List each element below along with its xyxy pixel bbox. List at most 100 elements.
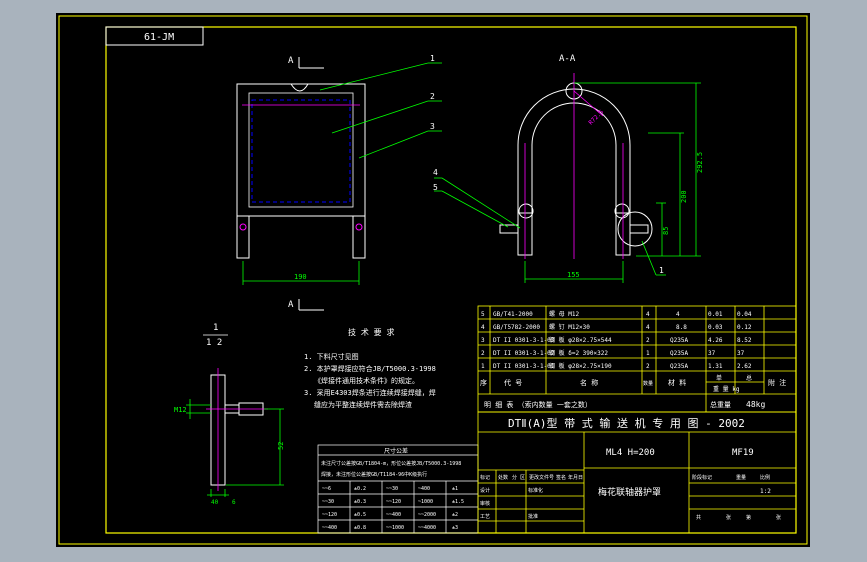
tol-r0-c3: ~400 bbox=[418, 486, 430, 492]
side-width-text: 155 bbox=[567, 271, 580, 279]
p2-qty: 2 bbox=[646, 337, 650, 344]
p4-unit: 1.31 bbox=[708, 363, 723, 370]
drawing-sheet[interactable]: 61-JM A A 190 1 2 3 A-A bbox=[56, 13, 810, 547]
tol-r2-c3: ~~2000 bbox=[418, 512, 436, 518]
detail-scale-top: 1 bbox=[213, 323, 218, 333]
tol-r3-c3: ~~4000 bbox=[418, 525, 436, 531]
tol-r1-c4: ±1.5 bbox=[452, 499, 464, 505]
p0-mat: 4 bbox=[676, 311, 680, 318]
p1-mat: 8.8 bbox=[676, 324, 687, 331]
tolerance-table bbox=[317, 444, 479, 534]
lbl-date: 年月日 bbox=[568, 474, 583, 481]
tech-item-2: 2. 本护罩焊接应符合JB/T5000.3-1998 bbox=[304, 364, 436, 373]
title-right-labels: 阶段标记 重量 比例 共 张 第 张 bbox=[692, 474, 781, 521]
detail-plate-text: 40 bbox=[211, 499, 219, 506]
h-total: 总 bbox=[746, 374, 752, 382]
tech-item-3: 《焊接件通用技术条件》的规定。 bbox=[314, 376, 419, 385]
h-code: 代 号 bbox=[504, 378, 522, 387]
view-arrow-top bbox=[298, 57, 324, 69]
lbl-ratio: 比例 bbox=[760, 474, 770, 481]
parts-list-grid bbox=[477, 305, 797, 413]
p2-name: 钢 板 φ28×2.75×544 bbox=[549, 336, 612, 344]
parts-rows: 5 GB/T41-2000 螺 母 M12 4 4 0.01 0.04 4 GB… bbox=[481, 310, 752, 370]
p2-unit: 4.26 bbox=[708, 337, 723, 344]
p1-no: 4 bbox=[481, 324, 485, 331]
h-note: 附 注 bbox=[768, 378, 786, 387]
leader-1b: 1 bbox=[659, 266, 664, 275]
parts-detail-row: 明 细 表 （索内数量 一套之数） bbox=[484, 400, 592, 409]
inner-border bbox=[105, 26, 797, 534]
tol-r1-c2: ~~120 bbox=[386, 499, 401, 505]
tol-r2-c1: ±0.5 bbox=[354, 512, 366, 518]
view-arrow-bottom bbox=[298, 299, 324, 311]
model-text: ML4 H=200 bbox=[606, 448, 655, 458]
detail-dims bbox=[186, 399, 284, 497]
front-hole-left bbox=[239, 223, 247, 231]
p0-total: 0.04 bbox=[737, 311, 752, 318]
section-dims bbox=[524, 82, 701, 283]
p3-unit: 37 bbox=[708, 350, 716, 357]
front-hidden bbox=[251, 99, 351, 203]
lbl-weight: 重量 bbox=[736, 474, 746, 481]
tech-title: 技 术 要 求 bbox=[348, 327, 394, 337]
view-label-top: A bbox=[288, 56, 294, 66]
leader-4: 4 bbox=[433, 168, 438, 177]
bolt-right-head bbox=[614, 203, 630, 219]
title-block-grid bbox=[477, 411, 797, 534]
lbl-mark: 标记 bbox=[480, 474, 490, 481]
leaders-section bbox=[434, 177, 666, 276]
drawing-svg: 61-JM A A 190 1 2 3 A-A bbox=[58, 15, 808, 545]
p2-total: 8.52 bbox=[737, 337, 752, 344]
lbl-total-sheets: 共 bbox=[696, 514, 701, 521]
p1-total: 0.12 bbox=[737, 324, 752, 331]
h-name: 名 称 bbox=[580, 378, 598, 387]
p1-name: 螺 钉 M12×30 bbox=[549, 323, 590, 331]
total-weight-label: 总重量 bbox=[710, 400, 731, 409]
leader-5: 5 bbox=[433, 183, 438, 192]
front-hole-right bbox=[355, 223, 363, 231]
leaders-front bbox=[319, 62, 442, 159]
p0-unit: 0.01 bbox=[708, 311, 723, 318]
p4-name: 钢 板 φ28×2.75×190 bbox=[549, 362, 612, 370]
p3-total: 37 bbox=[737, 350, 745, 357]
detail-thick-text: 6 bbox=[232, 499, 236, 506]
tol-r1-c3: ~1000 bbox=[418, 499, 433, 505]
tol-r0-c1: ±0.2 bbox=[354, 486, 366, 492]
tol-rows: ~~6 ±0.2 ~~30 ~400 ±1 ~~30 ±0.3 ~~120 ~1… bbox=[322, 486, 464, 531]
lbl-sheet: 张 bbox=[726, 514, 731, 521]
tol-r0-c2: ~~30 bbox=[386, 486, 398, 492]
lbl-process: 工艺 bbox=[480, 514, 490, 520]
outer-border bbox=[58, 15, 808, 545]
lbl-std: 标准化 bbox=[528, 487, 543, 494]
height-total-text: 292.5 bbox=[696, 152, 704, 173]
lbl-design: 设计 bbox=[480, 487, 490, 494]
tol-r3-c2: ~~1000 bbox=[386, 525, 404, 531]
tol-title: 尺寸公差 bbox=[384, 447, 408, 455]
lbl-review: 审核 bbox=[480, 500, 490, 507]
main-title: DTⅡ(A)型 带 式 输 送 机 专 用 图 - 2002 bbox=[508, 416, 745, 430]
detail-view bbox=[210, 374, 264, 486]
p0-qty: 4 bbox=[646, 311, 650, 318]
bolt-left-head bbox=[518, 203, 534, 219]
p0-no: 5 bbox=[481, 311, 485, 318]
p4-mat: Q235A bbox=[670, 363, 688, 370]
lbl-approve: 批准 bbox=[528, 513, 538, 520]
lbl-file: 更改文件号 bbox=[529, 474, 554, 481]
detail-bolt-text: M12 bbox=[174, 406, 187, 414]
lbl-count: 处数 bbox=[498, 474, 508, 481]
tol-r0-c4: ±1 bbox=[452, 486, 458, 492]
p0-code: GB/T41-2000 bbox=[493, 311, 533, 318]
title-left-labels: 设计 标准化 审核 工艺 批准 bbox=[480, 487, 543, 520]
front-view bbox=[236, 83, 366, 259]
lbl-stage: 阶段标记 bbox=[692, 474, 712, 481]
leader-3: 3 bbox=[430, 122, 435, 131]
p4-code: DT II 0301-3-1-01 bbox=[493, 363, 555, 370]
detail-centers bbox=[206, 368, 268, 491]
height-inner-text: 200 bbox=[680, 190, 688, 203]
lbl-sheet-no: 第 bbox=[746, 514, 751, 521]
parts-headers: 序 代 号 名 称 数量 材 料 单 总 重 量 kg 附 注 bbox=[480, 374, 786, 393]
tol-r2-c0: ~~120 bbox=[322, 512, 337, 518]
p4-qty: 2 bbox=[646, 363, 650, 370]
view-label-bottom: A bbox=[288, 300, 294, 310]
